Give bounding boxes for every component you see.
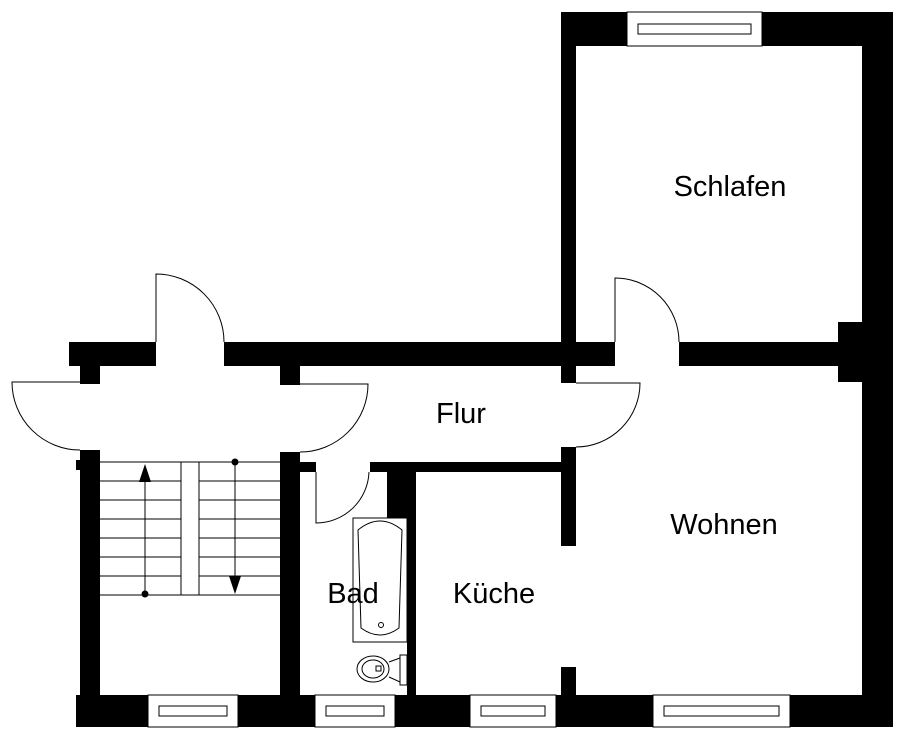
window-schlafen [626,11,763,47]
toilet-icon [356,654,408,686]
windows [147,11,791,728]
doors [11,273,680,524]
label-flur: Flur [436,398,486,430]
label-kueche: Küche [453,578,535,610]
stair-up-arrow-icon [139,464,151,598]
bathtub-icon [352,517,408,643]
window-stairwell [147,694,239,728]
room-labels: Schlafen Flur Wohnen Küche Bad [327,171,786,610]
label-wohnen: Wohnen [670,509,778,541]
walls [69,12,893,727]
window-wohnen [652,694,791,728]
door-stair-left [11,381,81,451]
door-bad [315,471,370,524]
door-stair-right [299,383,369,453]
label-bad: Bad [327,578,379,610]
window-kueche [469,694,557,728]
window-bad [314,694,396,728]
label-schlafen: Schlafen [674,171,787,203]
stair-down-arrow-icon [229,458,241,594]
staircase [100,458,280,598]
door-entrance [155,273,225,343]
door-schlafen [614,277,680,343]
door-wohnen [575,382,641,448]
